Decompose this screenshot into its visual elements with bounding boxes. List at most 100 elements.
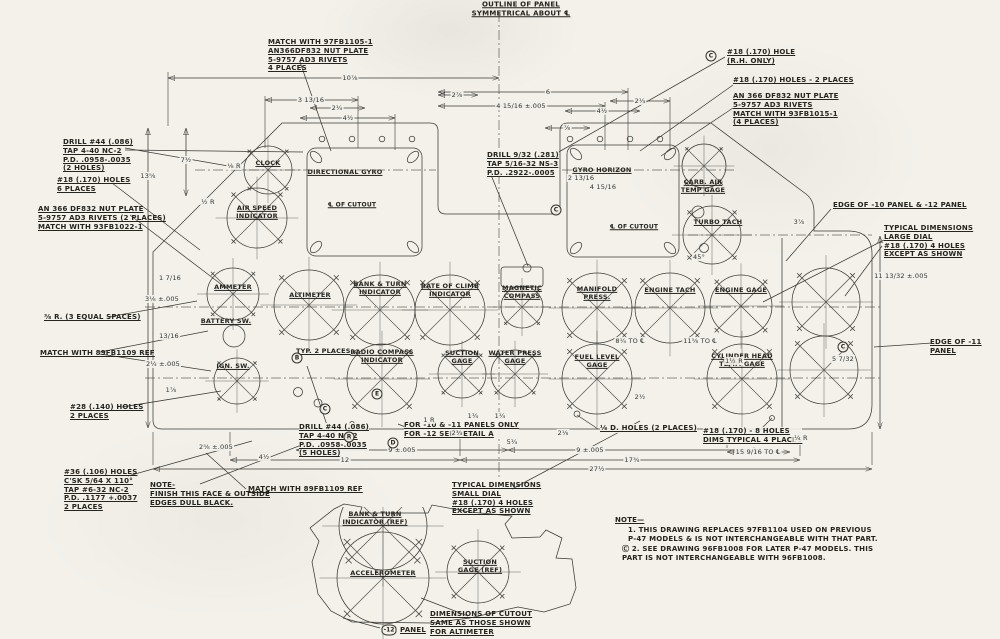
dim-10-7-8: 10⅞ (341, 73, 359, 83)
callout-edge-11-panel: EDGE OF -11 PANEL (930, 338, 982, 355)
dim-12: 12 (339, 455, 351, 465)
callout-drill-932: DRILL 9/32 (.281) TAP 5/16-32 NS-3 P.D. … (487, 151, 559, 178)
dim-6: 6 (544, 87, 552, 97)
dim-2-1-4-right: 2¼ (633, 96, 647, 106)
label-magnetic-compass: MAGNETIC COMPASS (502, 283, 542, 300)
dim-radius-1: 1 R (422, 415, 436, 425)
instrument-dials (197, 136, 873, 428)
callout-holes-2-places: #18 (.170) HOLES - 2 PLACES (733, 76, 854, 84)
label-bank-turn: BANK & TURN INDICATOR (353, 279, 407, 296)
dim-5-7-32: 5 7/32 (831, 354, 855, 364)
dim-2-1-8: 2⅛ (556, 428, 570, 438)
callout-18-holes-6-places: #18 (.170) HOLES 6 PLACES (57, 176, 131, 193)
dim-17-3-4: 17¾ (623, 455, 641, 465)
dim-4-1-2-right: 4½ (595, 106, 609, 116)
label-bank-turn-ref: BANK & TURN INDICATOR (REF) (342, 509, 408, 526)
dim-7-8: ⅞ (562, 123, 572, 133)
dim-1-7-8: 1⅞ (164, 385, 178, 395)
dim-11-13-32: 11 13/32 ±.005 (873, 271, 929, 281)
callout-28-holes: #28 (.140) HOLES 2 PLACES (70, 403, 144, 420)
callout-radius-3-equal-spaces: ⅜ R. (3 EQUAL SPACES) (44, 313, 141, 321)
callout-typ-2-places: TYP. 2 PLACES (296, 347, 351, 355)
label-ammeter: AMMETER (214, 282, 252, 291)
leader-lines (99, 56, 933, 617)
callout-match-top: MATCH WITH 97FB1105-1 AN366DF832 NUT PLA… (268, 38, 373, 73)
dim-4-1-2-bottom: 4½ (257, 452, 271, 462)
ref-marker-c-mid: C (319, 403, 331, 415)
callout-nutplate-left: AN 366 DF832 NUT PLATE 5-9757 AD3 RIVETS… (38, 205, 166, 231)
label-battery-sw: BATTERY SW. (200, 316, 252, 325)
dim-7-1-2: 7½ (179, 155, 193, 165)
dim-radius-1-8: ⅛ R (226, 161, 242, 171)
ref-marker-b: B (291, 352, 303, 364)
callout-eighth-d-holes: ⅛ D. HOLES (2 PLACES) (600, 424, 697, 433)
label-manifold-press: MANIFOLD PRESS. (576, 284, 618, 301)
callout-drill-44-5holes: DRILL #44 (.086) TAP 4-40 NC-2 P.D. .095… (299, 423, 370, 458)
callout-nutplate-right: AN 366 DF832 NUT PLATE 5-9757 AD3 RIVETS… (733, 92, 839, 127)
note-1: 1. THIS DRAWING REPLACES 97FB1104 USED O… (628, 526, 878, 543)
callout-36-holes: #36 (.106) HOLES C'SK 5/64 X 110° TAP #6… (64, 468, 138, 511)
notes-title: NOTE— (615, 516, 645, 524)
callout-hole-rh-only: #18 (.170) HOLE (R.H. ONLY) (727, 48, 796, 65)
label-fuel-level: FUEL LEVEL GAGE (574, 352, 620, 369)
callout-typical-large-dial: TYPICAL DIMENSIONS LARGE DIAL #18 (.170)… (884, 224, 974, 259)
callout-8-holes: #18 (.170) - 8 HOLES DIMS TYPICAL 4 PLAC… (703, 427, 803, 445)
dim-45-deg: 45° (691, 252, 707, 262)
dim-radius-1-2: ½ R (200, 197, 216, 207)
label-cutout-centerline-left: ℄ OF CUTOUT (327, 201, 377, 209)
label-engine-gage: ENGINE GAGE (714, 285, 768, 294)
label-carb-air: CARB. AIR TEMP GAGE (680, 177, 726, 194)
label-suction-gage: SUCTION GAGE (445, 348, 479, 365)
dim-13-16: 13/16 (158, 331, 180, 341)
dim-3-13-16: 3 13/16 (296, 95, 326, 105)
dim-1-7-16: 1 7/16 (158, 273, 182, 283)
dim-27-1-2: 27½ (588, 464, 606, 474)
dim-3-1-8: 3⅛ ±.005 (143, 294, 181, 304)
dim-1-1-4-a: 1¼ (466, 411, 480, 421)
label-engine-tach: ENGINE TACH (644, 285, 696, 294)
dim-2-1-4-left: 2¼ (330, 103, 344, 113)
label-directional-gyro: DIRECTIONAL GYRO (307, 167, 383, 176)
label-rate-of-climb: RATE OF CLIMB INDICATOR (420, 281, 480, 298)
dim-2-13-16: 2 13/16 (566, 173, 596, 183)
symmetry-note: OUTLINE OF PANEL SYMMETRICAL ABOUT ℄ (471, 0, 571, 17)
label-gyro-horizon: GYRO HORIZON (572, 165, 632, 174)
callout-match-89fb1109-bottom: MATCH WITH 89FB1109 REF (248, 485, 363, 493)
callout-cutout-dimensions: DIMENSIONS OF CUTOUT SAME AS THOSE SHOWN… (430, 610, 533, 636)
callout-finish-note: NOTE- FINISH THIS FACE & OUTSIDE EDGES D… (150, 481, 271, 507)
callout-match-89fb1109-left: MATCH WITH 89FB1109 REF (40, 349, 155, 357)
dim-2-1-2: 2½ (633, 392, 647, 402)
ref-marker-c-top: C (705, 50, 717, 62)
label-altimeter: ALTIMETER (289, 290, 331, 299)
callout-for-panels: FOR -10 & -11 PANELS ONLY FOR -12 SEE DE… (404, 421, 520, 439)
ref-marker-r: R (343, 431, 355, 443)
callout-typical-small-dial: TYPICAL DIMENSIONS SMALL DIAL #18 (.170)… (452, 481, 542, 516)
label-turbo-tach: TURBO TACH (693, 217, 743, 226)
label-water-press: WATER PRESS GAGE (488, 348, 542, 365)
dimension-lines (148, 78, 880, 469)
callout-drill-44-2holes: DRILL #44 (.086) TAP 4-40 NC-2 P.D. .095… (63, 138, 134, 173)
label-cutout-centerline-right: ℄ OF CUTOUT (609, 223, 659, 231)
label-radio-compass: RADIO COMPASS INDICATOR (350, 347, 414, 364)
dim-3-7-8: 3⅞ (792, 217, 806, 227)
callout-edge-10-12-panel: EDGE OF -10 PANEL & -12 PANEL (833, 201, 967, 209)
detail-view (310, 465, 577, 639)
dim-1-1-4-b: 1¼ (493, 411, 507, 421)
dim-2-7-8: 2⅞ (450, 90, 464, 100)
dim-13-5-8: 13⅝ (139, 171, 157, 181)
label-accelerometer: ACCELEROMETER (350, 568, 416, 577)
dim-2-5-8: 2⅝ ±.005 (197, 442, 235, 452)
ref-marker-e: E (371, 388, 383, 400)
ref-marker-d: D (387, 437, 399, 449)
dim-5-1-4: 5¼ (505, 437, 519, 447)
ref-marker-c-right: C (837, 341, 849, 353)
dim-4-15-16: 4 15/16 ±.005 (495, 101, 547, 111)
label-clock: CLOCK (255, 158, 281, 167)
label-air-speed: AIR SPEED INDICATOR (236, 203, 278, 220)
label-ign-sw: IGN. SW. (216, 361, 250, 370)
note-2: Ⓒ 2. SEE DRAWING 96FB1008 FOR LATER P-47… (622, 545, 874, 562)
dim-8-1-4-to-cl: 8¼ TO ℄ (614, 336, 646, 346)
dim-4-1-2-left: 4½ (341, 113, 355, 123)
